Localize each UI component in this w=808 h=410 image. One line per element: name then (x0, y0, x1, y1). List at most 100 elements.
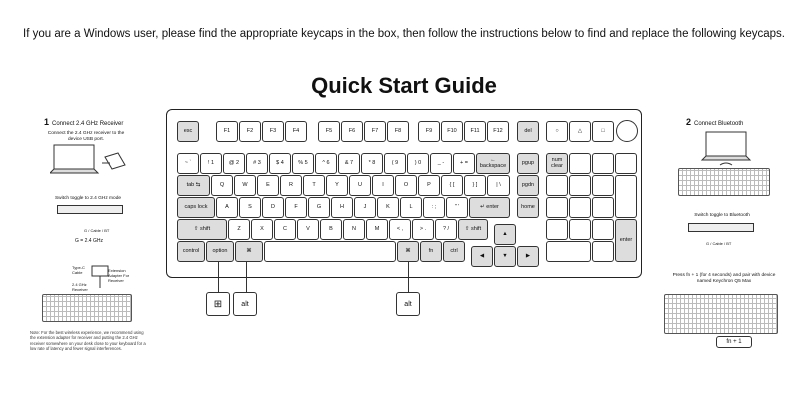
windows-instruction-text: If you are a Windows user, please find t… (23, 28, 785, 40)
key-period: > . (412, 219, 434, 240)
alt-key-callout-left: alt (233, 292, 257, 316)
connector-line-command (246, 262, 247, 292)
key-5: % 5 (292, 153, 314, 174)
key-a: A (216, 197, 238, 218)
connector-line-rcommand (408, 262, 409, 292)
key-pgup: pgup (517, 153, 539, 174)
key-h: H (331, 197, 353, 218)
pair-description: Press fn + 1 (for 4 seconds) and pair wi… (672, 273, 776, 284)
mini-keyboard-bt-illustration (678, 168, 770, 196)
key-i: I (372, 175, 394, 196)
step-2-toggle-text: Switch toggle to Bluetooth (694, 213, 750, 218)
key-f4: F4 (285, 121, 307, 142)
key-esc: esc (177, 121, 199, 142)
key-num-5 (569, 197, 591, 218)
key-f2: F2 (239, 121, 261, 142)
key-enter: ↵ enter (469, 197, 510, 218)
key-num-plus (615, 175, 637, 218)
key-j: J (354, 197, 376, 218)
key-m: M (366, 219, 388, 240)
mode-toggle-switch (57, 205, 123, 214)
key-minus: _ - (430, 153, 452, 174)
laptop-receiver-illustration (50, 144, 126, 174)
key-b: B (320, 219, 342, 240)
key-quote: " ' (446, 197, 468, 218)
key-circle-macro: ○ (546, 121, 568, 142)
key-p: P (418, 175, 440, 196)
key-command: ⌘ (235, 241, 263, 262)
key-num-divide (569, 153, 591, 174)
key-0: ) 0 (407, 153, 429, 174)
key-2: @ 2 (223, 153, 245, 174)
key-arrow-right: ▶ (517, 246, 539, 267)
page-title: Quick Start Guide (311, 73, 497, 98)
key-f12: F12 (487, 121, 509, 142)
key-control: control (177, 241, 205, 262)
key-v: V (297, 219, 319, 240)
toggle-label: G / Cable / BT (84, 228, 110, 233)
laptop-bluetooth-illustration (700, 131, 752, 166)
bt-toggle-label: G / Cable / BT (706, 241, 732, 246)
fn-plus-1-keys: fn + 1 (716, 336, 752, 348)
key-pgdn: pgdn (517, 175, 539, 196)
key-num-1 (546, 219, 568, 240)
key-f5: F5 (318, 121, 340, 142)
key-space (264, 241, 396, 262)
key-f6: F6 (341, 121, 363, 142)
key-arrow-left: ◀ (471, 246, 493, 267)
key-f1: F1 (216, 121, 238, 142)
key-fn: fn (420, 241, 442, 262)
key-f3: F3 (262, 121, 284, 142)
key-capslock: caps lock (177, 197, 215, 218)
key-q: Q (211, 175, 233, 196)
mode-label: G = 2.4 GHz (75, 238, 103, 244)
key-3: # 3 (246, 153, 268, 174)
key-semicolon: : ; (423, 197, 445, 218)
key-d: D (262, 197, 284, 218)
key-home: home (517, 197, 539, 218)
key-num-enter: enter (615, 219, 637, 262)
key-r: R (280, 175, 302, 196)
step-1-description: Connect the 2.4 GHz receiver to the devi… (47, 131, 125, 142)
key-num-decimal (592, 241, 614, 262)
key-8: * 8 (361, 153, 383, 174)
key-option: option (206, 241, 234, 262)
key-w: W (234, 175, 256, 196)
key-s: S (239, 197, 261, 218)
connector-line-option (218, 262, 219, 292)
key-num-3 (592, 219, 614, 240)
key-del: del (517, 121, 539, 142)
key-tab: tab ⇆ (177, 175, 210, 196)
key-ctrl: ctrl (443, 241, 465, 262)
key-backspace: ← backspace (476, 153, 510, 174)
mini-keyboard-illustration (42, 294, 132, 322)
key-num-8 (569, 175, 591, 196)
key-comma: < , (389, 219, 411, 240)
key-1: ! 1 (200, 153, 222, 174)
key-k: K (377, 197, 399, 218)
key-arrow-up: ▲ (494, 224, 516, 245)
adapter-label-receiver: 2.4 GHz Receiver (72, 282, 88, 292)
key-f10: F10 (441, 121, 463, 142)
bt-toggle-switch (688, 223, 754, 232)
key-f9: F9 (418, 121, 440, 142)
key-c: C (274, 219, 296, 240)
key-f8: F8 (387, 121, 409, 142)
key-4: $ 4 (269, 153, 291, 174)
mini-keyboard-pair-illustration (664, 294, 778, 334)
key-arrow-down: ▼ (494, 246, 516, 267)
key-num-7 (546, 175, 568, 196)
key-7: & 7 (338, 153, 360, 174)
key-x: X (251, 219, 273, 240)
key-backslash: | \ (487, 175, 510, 196)
key-f7: F7 (364, 121, 386, 142)
key-equal: + = (453, 153, 475, 174)
key-rshift: ⇧ shift (458, 219, 488, 240)
key-y: Y (326, 175, 348, 196)
key-grave: ~ ` (177, 153, 199, 174)
key-u: U (349, 175, 371, 196)
key-square-macro: □ (592, 121, 614, 142)
